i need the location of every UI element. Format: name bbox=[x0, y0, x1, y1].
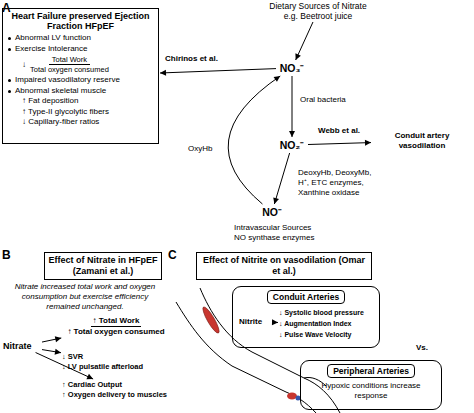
node-text: ↑ Total oxygen consumed bbox=[62, 327, 170, 337]
connector-arrow bbox=[289, 76, 295, 137]
node-text: Peripheral Arteries bbox=[327, 364, 415, 378]
node-text: ↑ Type-II glycolytic fibers bbox=[6, 107, 155, 118]
source-note: Intravascular Sources bbox=[234, 223, 344, 233]
panel-letter: C bbox=[168, 249, 177, 261]
arrow-head bbox=[295, 53, 300, 60]
efficiency-fraction: ↓ Total WorkTotal oxygen consumed bbox=[6, 55, 155, 74]
peripheral-artery bbox=[287, 393, 297, 400]
node-text: NO₂⁻ bbox=[277, 138, 307, 152]
effect-group: ↓ SVR↓ LV pulsatile afterload bbox=[62, 352, 172, 372]
connector-line bbox=[160, 69, 276, 73]
effect-fraction: ↑ Total Work↑ Total oxygen consumed bbox=[62, 316, 170, 337]
arrow-head bbox=[365, 140, 371, 146]
node-text: ↓ SVR bbox=[62, 352, 172, 362]
node-text: ↑ Oxygen delivery to muscles bbox=[62, 390, 172, 400]
edge-label: OxyHb bbox=[188, 144, 228, 154]
connector-arrow bbox=[273, 153, 289, 204]
connector-arrow bbox=[295, 22, 313, 60]
node-text: ↑ Fat deposition bbox=[6, 96, 155, 107]
connector-line bbox=[296, 22, 313, 60]
chemical-node: NO₃⁻ bbox=[277, 61, 307, 75]
node-text: Hypoxic conditions increase response bbox=[305, 381, 437, 401]
connector-line bbox=[228, 76, 280, 204]
outcome-label: Conduit artery vasodilation bbox=[372, 131, 472, 151]
node-text: Impaired vasodilatory reserve bbox=[6, 75, 155, 86]
node-text: ↑ Cardiac Output bbox=[62, 380, 172, 390]
trend-arrow: ↓ bbox=[22, 60, 26, 69]
connector-line bbox=[308, 143, 371, 145]
source-note: NO synthase enzymes bbox=[234, 233, 344, 243]
node-text: Effect of Nitrite on vasodilation (Omar … bbox=[200, 255, 368, 276]
edge-label: Chirinos et al. bbox=[165, 54, 239, 64]
panel-title-box: Effect of Nitrate in HFpEF (Zamani et al… bbox=[44, 252, 162, 280]
node-text: Conduit Arteries bbox=[267, 290, 345, 304]
node-text: Conduit artery vasodilation bbox=[372, 131, 472, 151]
agent-label: Nitrate bbox=[3, 341, 41, 352]
node-text: NO₃⁻ bbox=[277, 61, 307, 75]
node-text: Exercise Intolerance bbox=[6, 44, 155, 55]
versus-label: Vs. bbox=[416, 343, 428, 353]
condition-box: Heart Failure preserved Ejection Fractio… bbox=[2, 8, 159, 144]
arm-outline bbox=[200, 288, 340, 413]
arrow-head bbox=[273, 197, 279, 204]
fraction-numerator: Total Work bbox=[49, 55, 90, 65]
node-text: Dietary Sources of Nitrate bbox=[256, 1, 380, 11]
conduit-artery bbox=[200, 305, 221, 334]
node-text: ↓ Systolic blood pressure bbox=[279, 307, 377, 318]
node-text: ↓ Pulse Wave Velocity bbox=[279, 329, 377, 340]
node-text: ↑ Total Work bbox=[91, 316, 142, 327]
connector-line bbox=[274, 153, 289, 204]
fraction-stack: Total WorkTotal oxygen consumed bbox=[30, 55, 109, 74]
connector-arrow bbox=[160, 69, 276, 76]
node-text: ↓ Augmentation Index bbox=[279, 318, 377, 329]
connector-arrow bbox=[308, 140, 371, 146]
connector-arrow bbox=[42, 349, 61, 355]
connector-arrow bbox=[42, 336, 61, 342]
panel-title-box: Effect of Nitrite on vasodilation (Omar … bbox=[196, 252, 372, 280]
node-text: e.g. Beetroot juice bbox=[256, 11, 380, 21]
panel-letter: B bbox=[2, 249, 11, 261]
arrow-head bbox=[86, 374, 93, 379]
arm-outline bbox=[176, 302, 316, 413]
text-line: ↑ Total Work bbox=[62, 316, 170, 327]
edge-label: Webb et al. bbox=[318, 126, 374, 136]
panel-letter: A bbox=[2, 2, 11, 14]
connector-arrow bbox=[272, 319, 278, 325]
arrow-head bbox=[289, 131, 295, 137]
chemical-node: NO⁻ bbox=[257, 205, 287, 219]
arrow-head bbox=[272, 319, 278, 325]
artery-group-box: Peripheral ArteriesHypoxic conditions in… bbox=[300, 360, 442, 410]
edge-label: DeoxyHb, DeoxyMb, H⁺, ETC enzymes, Xanth… bbox=[298, 168, 382, 198]
connector-line bbox=[292, 76, 293, 137]
arrow-head bbox=[55, 336, 61, 342]
node-text: ↓ Capillary-fiber ratios bbox=[6, 117, 155, 128]
source-label: Dietary Sources of Nitratee.g. Beetroot … bbox=[256, 1, 380, 21]
node-text: Heart Failure preserved Ejection Fractio… bbox=[6, 11, 155, 31]
effect-group: ↑ Cardiac Output↑ Oxygen delivery to mus… bbox=[62, 380, 172, 400]
node-text: ↓ LV pulsatile afterload bbox=[62, 362, 172, 372]
arrow-head bbox=[160, 70, 166, 76]
node-text: Effect of Nitrate in HFpEF (Zamani et al… bbox=[48, 255, 158, 276]
node-text: Nitrate bbox=[3, 341, 41, 352]
effect-list: ↓ Systolic blood pressure↓ Augmentation … bbox=[279, 307, 377, 340]
node-text: Nitrite bbox=[239, 317, 273, 327]
connector-arrow bbox=[228, 76, 280, 204]
fraction-denominator: Total oxygen consumed bbox=[30, 65, 109, 74]
node-text: Abnormal LV function bbox=[6, 33, 155, 44]
arrow-head bbox=[55, 349, 61, 355]
edge-label: Oral bacteria bbox=[300, 95, 364, 105]
agent-label: Nitrite bbox=[239, 317, 273, 327]
node-text: Abnormal skeletal muscle bbox=[6, 86, 155, 97]
chemical-node: NO₂⁻ bbox=[277, 138, 307, 152]
node-text: NO⁻ bbox=[257, 205, 287, 219]
artery-group-box: Conduit ArteriesNitrite ↓ Systolic blood … bbox=[232, 286, 380, 348]
arrow-head bbox=[274, 76, 281, 82]
effect-note: Nitrate increased total work and oxygen … bbox=[6, 282, 164, 312]
